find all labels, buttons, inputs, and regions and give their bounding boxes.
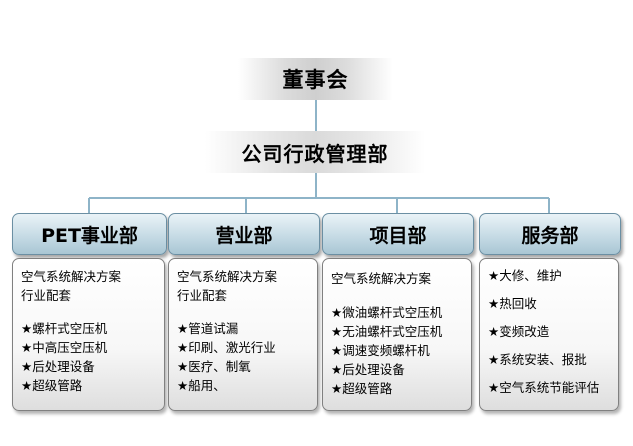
dept-title: 营业部 bbox=[215, 224, 273, 247]
dept-project-panel: 空气系统解决方案 ★微油螺杆式空压机 ★无油螺杆式空压机 ★调速变频螺杆机 ★后… bbox=[322, 258, 472, 411]
dept-title: PET事业部 bbox=[41, 224, 138, 247]
intro-line: 空气系统解决方案 bbox=[21, 269, 122, 284]
dept-title: 服务部 bbox=[521, 224, 579, 247]
intro-line: 行业配套 bbox=[177, 288, 228, 303]
list-item: ★大修、维护 bbox=[488, 268, 562, 283]
dept-title: 项目部 bbox=[369, 224, 427, 247]
list-item: ★超级管路 bbox=[21, 378, 83, 393]
list-item: ★微油螺杆式空压机 bbox=[331, 305, 443, 320]
dept-sales-panel: 空气系统解决方案 行业配套 ★管道试漏 ★印刷、激光行业 ★医疗、制氧 ★船用、 bbox=[168, 258, 318, 411]
dept-project-header: 项目部 bbox=[322, 213, 474, 255]
list-item: ★船用、 bbox=[177, 378, 226, 393]
board-label: 董事会 bbox=[282, 68, 349, 92]
list-item: ★印刷、激光行业 bbox=[177, 340, 276, 355]
list-item: ★后处理设备 bbox=[21, 359, 95, 374]
list-item: ★无油螺杆式空压机 bbox=[331, 324, 443, 339]
list-item: ★超级管路 bbox=[331, 381, 393, 396]
list-item: ★调速变频螺杆机 bbox=[331, 343, 430, 358]
list-item: ★后处理设备 bbox=[331, 362, 405, 377]
intro-line: 空气系统解决方案 bbox=[177, 269, 278, 284]
list-item: ★中高压空压机 bbox=[21, 340, 108, 355]
dept-service-header: 服务部 bbox=[479, 213, 621, 255]
dept-pet-panel: 空气系统解决方案 行业配套 ★螺杆式空压机 ★中高压空压机 ★后处理设备 ★超级… bbox=[12, 258, 165, 411]
dept-pet-header: PET事业部 bbox=[12, 213, 167, 255]
board-box: 董事会 bbox=[238, 58, 393, 100]
intro-line: 空气系统解决方案 bbox=[331, 271, 432, 286]
intro-line: 行业配套 bbox=[21, 288, 72, 303]
dept-service-panel: ★大修、维护 ★热回收 ★变频改造 ★系统安装、报批 ★空气系统节能评估 bbox=[479, 258, 619, 411]
list-item: ★热回收 bbox=[488, 296, 537, 311]
dept-sales-header: 营业部 bbox=[168, 213, 320, 255]
list-item: ★空气系统节能评估 bbox=[488, 380, 600, 395]
list-item: ★医疗、制氧 bbox=[177, 359, 251, 374]
list-item: ★管道试漏 bbox=[177, 321, 239, 336]
admin-department-label: 公司行政管理部 bbox=[241, 141, 389, 166]
list-item: ★螺杆式空压机 bbox=[21, 321, 108, 336]
list-item: ★系统安装、报批 bbox=[488, 352, 587, 367]
list-item: ★变频改造 bbox=[488, 324, 550, 339]
admin-department-box: 公司行政管理部 bbox=[205, 131, 425, 173]
